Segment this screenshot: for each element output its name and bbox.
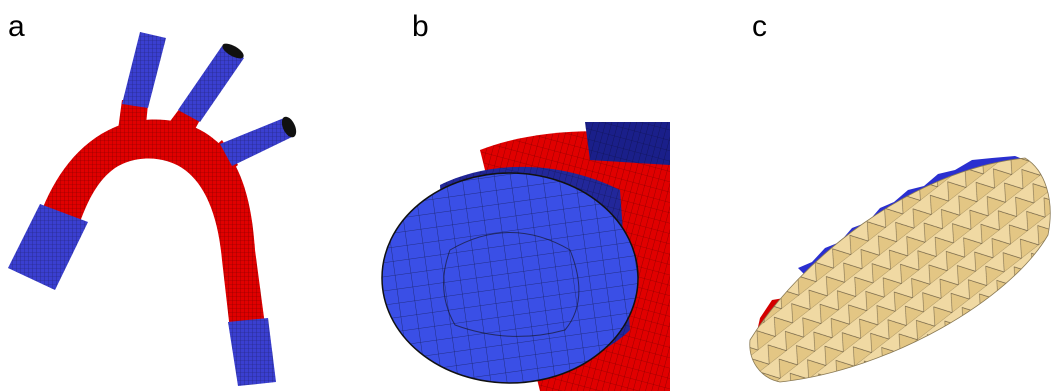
branch-extension-3 [220,116,297,166]
outlet-extension-descending [228,318,276,386]
panel-b: b [340,0,680,391]
element-field [749,158,1051,382]
vessel-inlet-mesh [381,122,670,391]
panel-c: c [680,0,1059,391]
panel-c-label: c [752,10,767,43]
arch-wall [40,100,265,330]
panel-a: a [0,0,340,391]
panel-a-label: a [8,10,25,43]
panel-b-label: b [412,10,429,43]
branch-extension-1 [122,32,166,108]
branch-extension-2 [178,43,244,122]
aortic-arch-mesh [8,32,297,386]
inlet-extension-left [8,204,88,290]
hexahedral-slice [749,156,1051,383]
